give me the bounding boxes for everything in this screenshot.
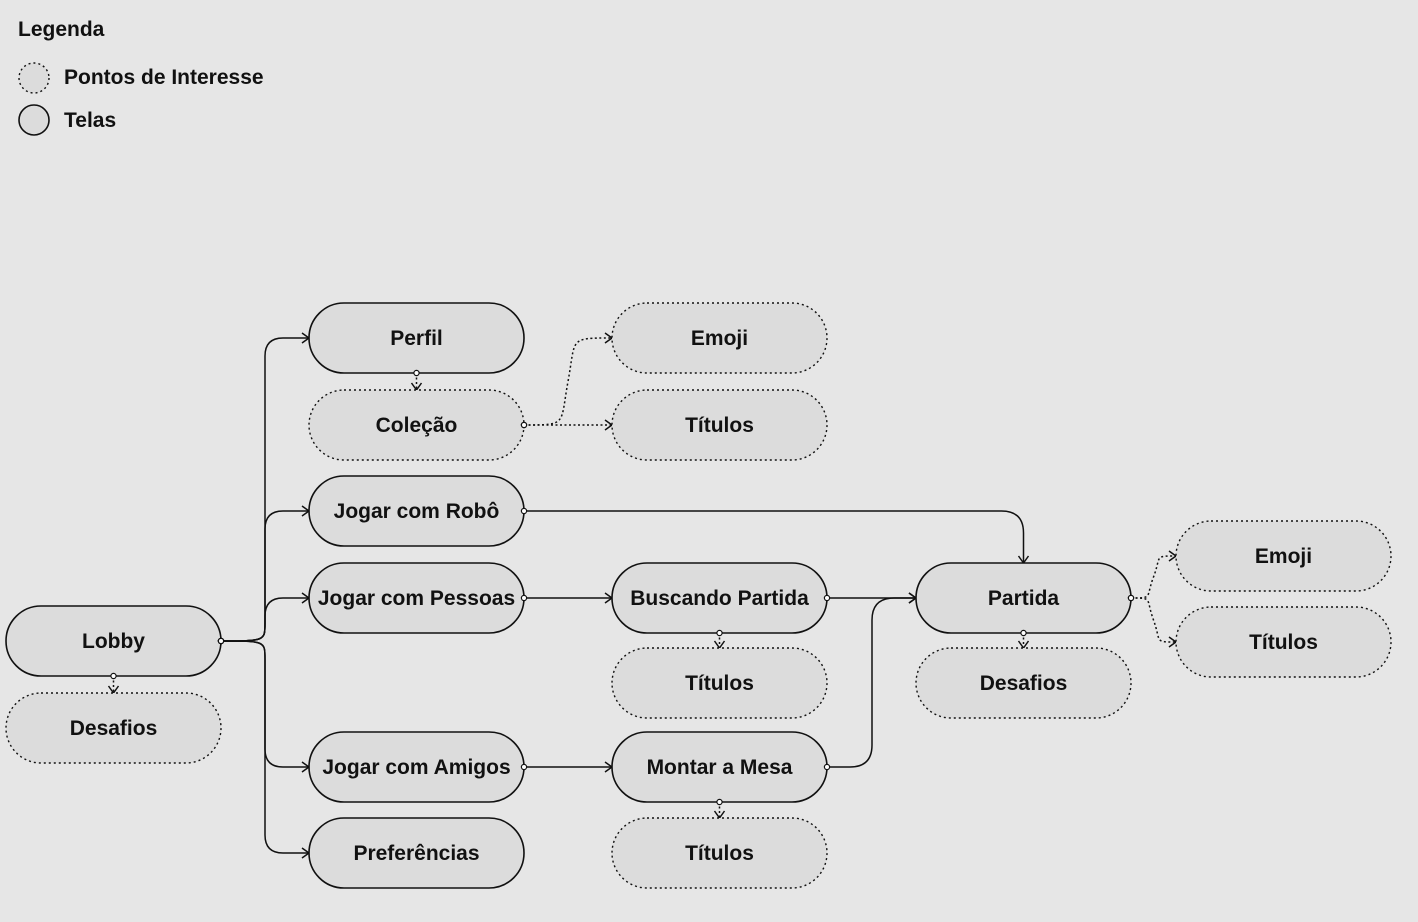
node-shape — [5, 692, 222, 764]
node-label: Emoji — [1255, 545, 1312, 568]
node-shape — [611, 817, 828, 889]
edge-lobby-to-desafios-lobby-port — [110, 672, 117, 680]
legend-label-telas: Telas — [64, 109, 116, 132]
node-label: Lobby — [82, 630, 145, 653]
edge-partida-to-titulos-partida-port — [1127, 594, 1135, 602]
node-label: Perfil — [390, 327, 443, 350]
node-label: Jogar com Robô — [334, 500, 500, 523]
legend-label-pontos: Pontos de Interesse — [64, 66, 264, 89]
node-shape — [1175, 606, 1392, 678]
node-label: Jogar com Amigos — [322, 756, 510, 779]
node-jogar-pessoas: Jogar com Pessoas — [308, 562, 525, 634]
edges — [107, 332, 1178, 859]
node-label: Emoji — [691, 327, 748, 350]
edge-partida-to-titulos-partida — [1130, 597, 1177, 643]
edge-lobby-to-preferencias — [220, 640, 309, 854]
legend-title: Legenda — [18, 18, 105, 41]
edge-colecao-to-titulos-colecao-port — [520, 421, 528, 429]
node-desafios-partida: Desafios — [915, 647, 1132, 719]
node-shape — [1175, 520, 1392, 592]
edge-partida-to-desafios-partida-port — [1020, 629, 1027, 637]
node-montar-mesa: Montar a Mesa — [611, 731, 828, 803]
node-label: Jogar com Pessoas — [318, 587, 515, 610]
node-label: Montar a Mesa — [647, 756, 793, 779]
node-label: Buscando Partida — [630, 587, 809, 610]
node-buscando-partida: Buscando Partida — [611, 562, 828, 634]
edge-lobby-to-preferencias-port — [217, 637, 225, 645]
node-emoji-colecao: Emoji — [611, 302, 828, 374]
node-titulos-buscando: Títulos — [611, 647, 828, 719]
node-label: Desafios — [980, 672, 1068, 695]
edge-jogar-robo-to-partida — [524, 510, 1025, 563]
node-emoji-partida: Emoji — [1175, 520, 1392, 592]
edge-jogar-amigos-to-montar-mesa-port — [520, 763, 528, 771]
node-titulos-montar: Títulos — [611, 817, 828, 889]
node-shape — [915, 647, 1132, 719]
edge-montar-mesa-to-partida-port — [823, 763, 831, 771]
edge-buscando-partida-to-partida-port — [823, 594, 831, 602]
node-preferencias: Preferências — [308, 817, 525, 889]
node-titulos-partida: Títulos — [1175, 606, 1392, 678]
nodes: LobbyDesafiosPerfilColeçãoEmojiTítulosJo… — [5, 302, 1392, 889]
node-shape — [611, 647, 828, 719]
node-shape — [308, 389, 525, 461]
node-shape — [611, 389, 828, 461]
node-label: Preferências — [353, 842, 479, 865]
node-shape — [611, 302, 828, 374]
node-label: Desafios — [70, 717, 158, 740]
node-perfil: Perfil — [308, 302, 525, 374]
legend: Legenda Pontos de Interesse Telas — [18, 18, 264, 136]
ports — [110, 369, 1135, 806]
edge-montar-mesa-to-titulos-montar-port — [716, 798, 723, 806]
node-shape — [308, 817, 525, 889]
node-label: Títulos — [685, 842, 754, 865]
node-label: Títulos — [685, 414, 754, 437]
node-jogar-amigos: Jogar com Amigos — [308, 731, 525, 803]
edge-perfil-to-colecao-port — [413, 369, 420, 377]
node-label: Títulos — [685, 672, 754, 695]
node-label: Partida — [988, 587, 1060, 610]
node-desafios-lobby: Desafios — [5, 692, 222, 764]
node-partida: Partida — [915, 562, 1132, 634]
node-colecao: Coleção — [308, 389, 525, 461]
node-lobby: Lobby — [5, 605, 222, 677]
edge-buscando-partida-to-titulos-buscando-port — [716, 629, 723, 637]
edge-lobby-to-jogar-pessoas — [220, 597, 309, 642]
edge-partida-to-emoji-partida — [1130, 555, 1177, 599]
edge-montar-mesa-to-partida — [827, 597, 916, 768]
node-jogar-robo: Jogar com Robô — [308, 475, 525, 547]
node-titulos-colecao: Títulos — [611, 389, 828, 461]
node-label: Coleção — [376, 414, 458, 437]
edge-colecao-to-emoji-colecao — [523, 337, 613, 426]
node-label: Títulos — [1249, 631, 1318, 654]
edge-jogar-pessoas-to-buscando-partida-port — [520, 594, 528, 602]
legend-dotted-swatch — [18, 62, 50, 94]
edge-jogar-robo-to-partida-port — [520, 507, 528, 515]
legend-solid-swatch — [18, 104, 50, 136]
